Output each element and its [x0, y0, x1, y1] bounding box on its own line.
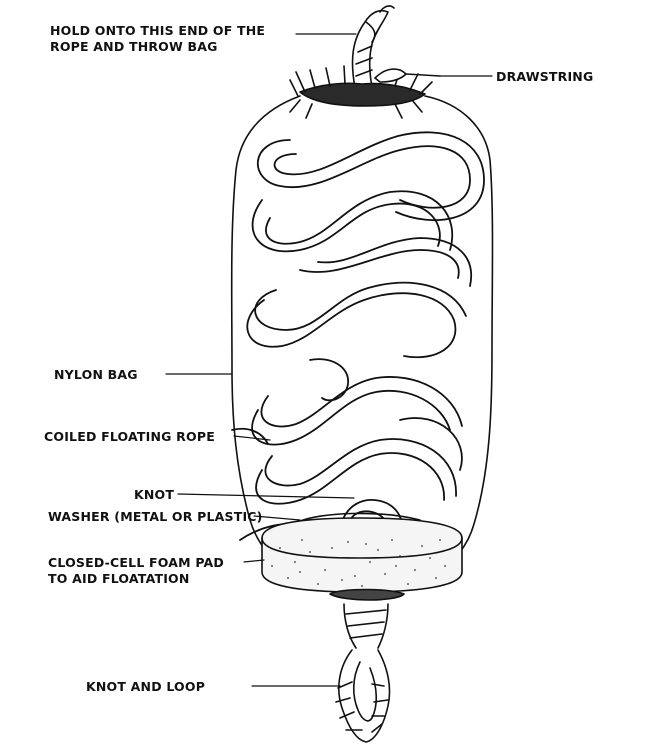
- leader-foam-pad: [244, 560, 264, 562]
- label-drawstring: DRAWSTRING: [496, 68, 593, 85]
- label-hold-end-line1: HOLD ONTO THIS END OF THE: [50, 22, 265, 39]
- drawstring-cinch: [290, 66, 440, 118]
- label-nylon-bag: NYLON BAG: [54, 366, 138, 383]
- label-foam-pad-line2: TO AID FLOATATION: [48, 570, 190, 587]
- label-washer: WASHER (METAL OR PLASTIC): [48, 508, 263, 525]
- bottom-band: [330, 590, 404, 601]
- label-hold-end-line2: ROPE AND THROW BAG: [50, 38, 218, 55]
- label-knot-loop: KNOT AND LOOP: [86, 678, 205, 695]
- label-coiled-rope: COILED FLOATING ROPE: [44, 428, 215, 445]
- label-knot: KNOT: [134, 486, 174, 503]
- label-foam-pad-line1: CLOSED-CELL FOAM PAD: [48, 554, 224, 571]
- leader-knot: [178, 494, 354, 498]
- foam-pad: [262, 518, 462, 592]
- knot-and-loop: [336, 604, 390, 742]
